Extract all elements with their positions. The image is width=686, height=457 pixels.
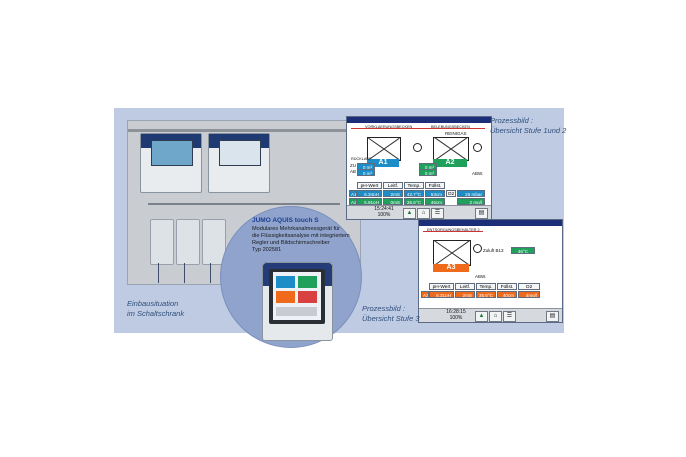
hmi-screen-stage12: VORKLAERUNGSBECKEN BELEBUNGSBECKEN REINI…	[346, 116, 492, 220]
home-icon[interactable]: ⌂	[417, 208, 430, 219]
tank-a2-label: A2	[433, 159, 467, 167]
hmi-screen-stage3: ENTSORGUNGSBEHÄLTER 2 A3 Zuluft B13 46°C…	[418, 219, 563, 323]
col3-fuellst: Füllst.	[497, 283, 517, 290]
col-leitf: Leitf.	[383, 182, 403, 189]
col-ph: pH-Wert	[357, 182, 382, 189]
device-desc-line1: Modulares Mehrkanalmessgerät für	[252, 226, 340, 232]
device-type: Typ 202581	[252, 247, 282, 253]
zuluft-value: 46°C	[511, 247, 535, 254]
device-photo	[262, 262, 333, 341]
device-desc-line3: Regler und Bildschirmschreiber	[252, 240, 330, 246]
home-icon[interactable]: ⌂	[489, 311, 502, 322]
stage12-caption-line2: Übersicht Stufe 1und 2	[490, 126, 567, 135]
ab-label: AB	[350, 169, 357, 174]
chart-icon[interactable]: ▤	[475, 208, 488, 219]
tank-a2	[433, 136, 469, 162]
row-a3-temp: 35,6°C	[476, 291, 496, 298]
row-a3-fuellst: 40cm	[497, 291, 517, 298]
row-a3-ph: 6,31pH	[429, 291, 454, 298]
row-a1-tag: A1	[349, 190, 357, 197]
col3-ph: pH-Wert	[429, 283, 454, 290]
zuluft-label: Zuluft B13	[483, 248, 504, 253]
bell-icon[interactable]: ▲	[475, 311, 488, 322]
row-a1-o2: 25 mbar	[457, 190, 485, 197]
din-rail	[128, 129, 360, 132]
stage12-caption: Prozessbild : Übersicht Stufe 1und 2	[490, 116, 566, 136]
clock3-time: 16:28:15	[446, 309, 466, 315]
zoom3-level: 100%	[449, 314, 463, 321]
flow-ab-value: 0 m³	[357, 169, 375, 176]
row-a3-o2: 4mg/l	[518, 291, 540, 298]
stage3-caption-line1: Prozessbild :	[362, 304, 405, 313]
hmi-footer: 15:24:41 100% ▲ ⌂ ☰ ▤	[347, 205, 491, 219]
installed-device-right	[208, 133, 270, 193]
tank-a1	[367, 137, 401, 161]
row-a1-fuellst: 53cm	[425, 190, 445, 197]
cabinet-photo	[127, 120, 361, 285]
device-title: JUMO AQUIS touch S	[252, 217, 319, 224]
reinigas-label: REINIGAS	[445, 131, 467, 136]
row-a1-temp: 42,7°C	[404, 190, 424, 197]
install-caption: Einbausituation im Schaltschrank	[127, 299, 184, 319]
stage3-caption: Prozessbild : Übersicht Stufe 3	[362, 304, 420, 324]
row-a1-leitf: 2mS	[383, 190, 403, 197]
install-caption-line1: Einbausituation	[127, 299, 179, 308]
row-a3-leitf: 2mS	[455, 291, 475, 298]
col-temp: Temp.	[404, 182, 424, 189]
row-a2-leitf: 0mS	[383, 198, 403, 205]
col3-o2: O2	[518, 283, 540, 290]
col-fuellst: Füllst.	[425, 182, 445, 189]
zoom-level: 100%	[377, 211, 391, 218]
col-o2: O2	[446, 190, 456, 197]
stage-right-label: BELEBUNGSBECKEN	[431, 125, 470, 129]
clock-time: 15:24:41	[374, 206, 394, 212]
tank-a3-label: A3	[433, 264, 469, 272]
row-a2-o2: 2 mg/l	[457, 198, 485, 205]
col3-leitf: Leitf.	[455, 283, 475, 290]
flow2-ab-value: 0 m³	[419, 169, 437, 176]
stage3-label: ENTSORGUNGSBEHÄLTER 2	[427, 228, 480, 232]
device-description: Modulares Mehrkanalmessgerät für die Flü…	[252, 226, 362, 254]
tank-a1-label: A1	[367, 159, 399, 167]
bell-icon[interactable]: ▲	[403, 208, 416, 219]
installed-device-left	[140, 133, 202, 193]
zu-label: ZU	[350, 163, 356, 168]
row-a1-ph: 6,34pH	[357, 190, 382, 197]
ruecklauf-label: RÜCKLAUF	[351, 157, 372, 161]
stage-left-label: VORKLAERUNGSBECKEN	[365, 125, 413, 129]
row-a2-tag: A2	[349, 198, 357, 205]
row-a2-temp: 36,6°C	[404, 198, 424, 205]
stage12-caption-line1: Prozessbild :	[490, 116, 533, 125]
stage3-caption-line2: Übersicht Stufe 3	[362, 314, 420, 323]
device-desc-line2: die Flüssigkeitsanalyse mit integriertem	[252, 233, 350, 239]
row-a2-fuellst: 46cm	[425, 198, 445, 205]
chart-icon[interactable]: ▤	[546, 311, 559, 322]
col3-temp: Temp.	[476, 283, 496, 290]
list-icon[interactable]: ☰	[503, 311, 516, 322]
row-a3-tag: A3	[421, 291, 429, 298]
tank-a3	[433, 240, 471, 266]
install-caption-line2: im Schaltschrank	[127, 309, 185, 318]
abw-label: ABW.	[472, 171, 484, 176]
list-icon[interactable]: ☰	[431, 208, 444, 219]
row-a2-ph: 5,91pH	[357, 198, 382, 205]
hmi3-footer: 16:28:15 100% ▲ ⌂ ☰ ▤	[419, 308, 562, 322]
abw3-label: ABW.	[475, 274, 487, 279]
